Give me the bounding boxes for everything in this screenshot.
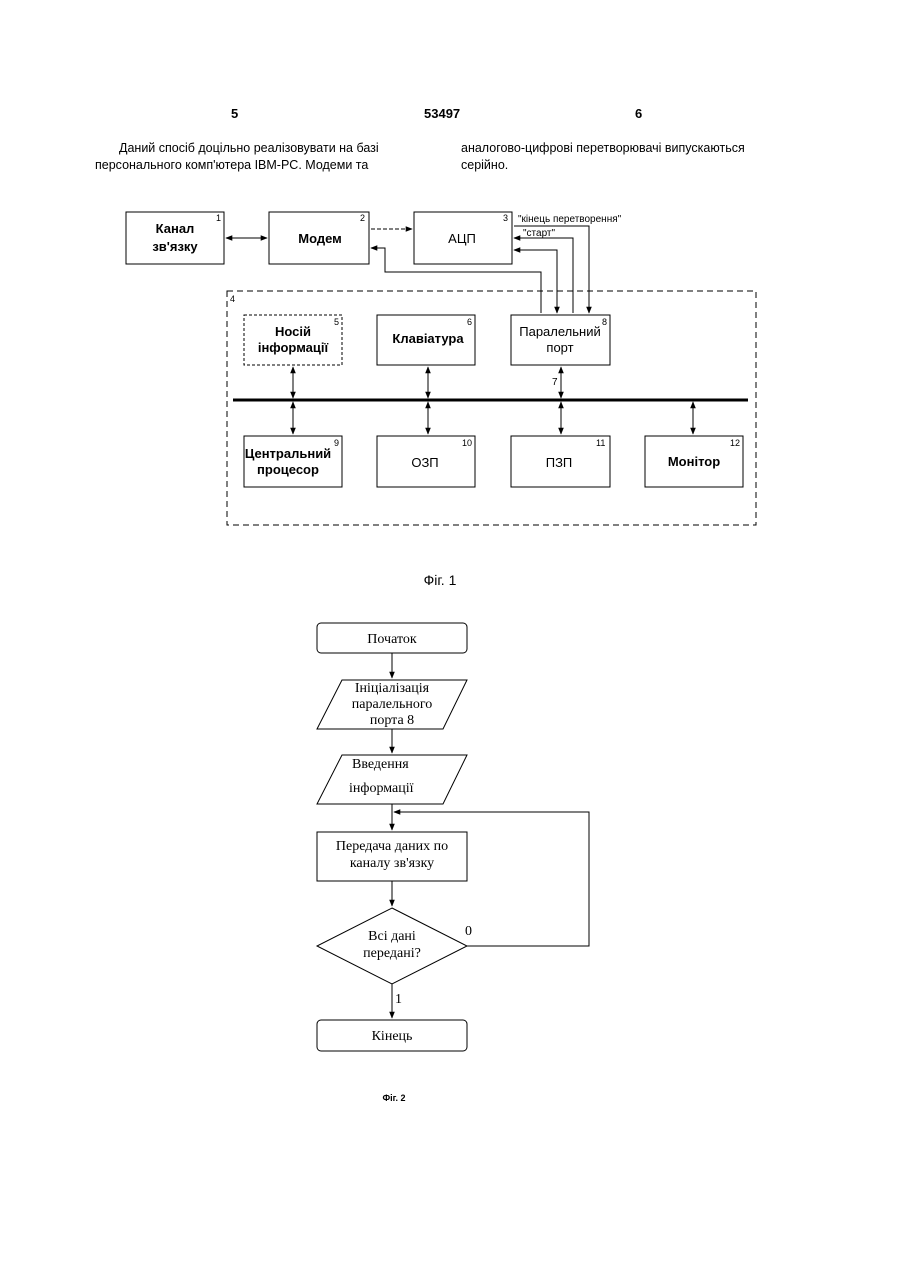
flow-init-label: Ініціалізація [355,681,430,696]
link-port-modem [371,248,541,313]
block-channel-label: Канал [156,221,195,236]
link-port-adc [514,238,573,313]
flow-input-label: Введення [352,757,409,772]
block-cpu-label: процесор [257,462,319,477]
block-parallel-port-label: порт [546,340,573,355]
flow-transfer-label: Передача даних по [336,839,448,854]
bus-number: 7 [552,377,558,388]
block-number: 12 [730,438,740,448]
figure-2-caption: Фіг. 2 [382,1093,405,1103]
flow-decision-label: Всі дані [368,929,416,944]
block-storage-label: Носій [275,324,311,339]
block-monitor-label: Монітор [668,454,720,469]
block-cpu-label: Центральний [245,446,331,461]
block-number: 2 [360,213,365,223]
link-end-conversion-signal [514,226,589,313]
figure-1-caption: Фіг. 1 [424,572,457,588]
block-number: 6 [467,317,472,327]
signal-end-conversion-label: "кінець перетворення" [518,214,622,225]
flow-init-label: паралельного [352,697,433,712]
block-channel-label: зв'язку [152,239,198,254]
block-number: 8 [602,317,607,327]
block-parallel-port-label: Паралельний [519,324,600,339]
signal-start-label: "старт" [523,228,556,239]
block-channel [126,212,224,264]
block-number: 9 [334,438,339,448]
block-number: 3 [503,213,508,223]
block-rom-label: ПЗП [546,455,573,470]
flow-init-label: порта 8 [370,713,414,728]
block-number: 4 [230,294,235,304]
figure-1-block-diagram [126,212,756,525]
block-number: 10 [462,438,472,448]
flow-input-label: інформації [349,781,414,796]
block-modem-label: Модем [298,231,342,246]
link-start-signal [514,250,557,313]
flow-yes-label: 1 [395,992,402,1007]
flow-transfer-label: каналу зв'язку [350,856,434,871]
flow-decision-label: передані? [363,946,421,961]
block-keyboard-label: Клавіатура [392,331,464,346]
block-number: 5 [334,317,339,327]
flow-end-label: Кінець [372,1029,413,1044]
block-ram-label: ОЗП [411,455,438,470]
block-number: 11 [596,438,605,448]
block-number: 1 [216,213,221,223]
flow-no-label: 0 [465,924,472,939]
flow-start-label: Початок [367,632,417,647]
block-adc-label: АЦП [448,231,476,246]
block-storage-label: інформації [258,340,329,355]
